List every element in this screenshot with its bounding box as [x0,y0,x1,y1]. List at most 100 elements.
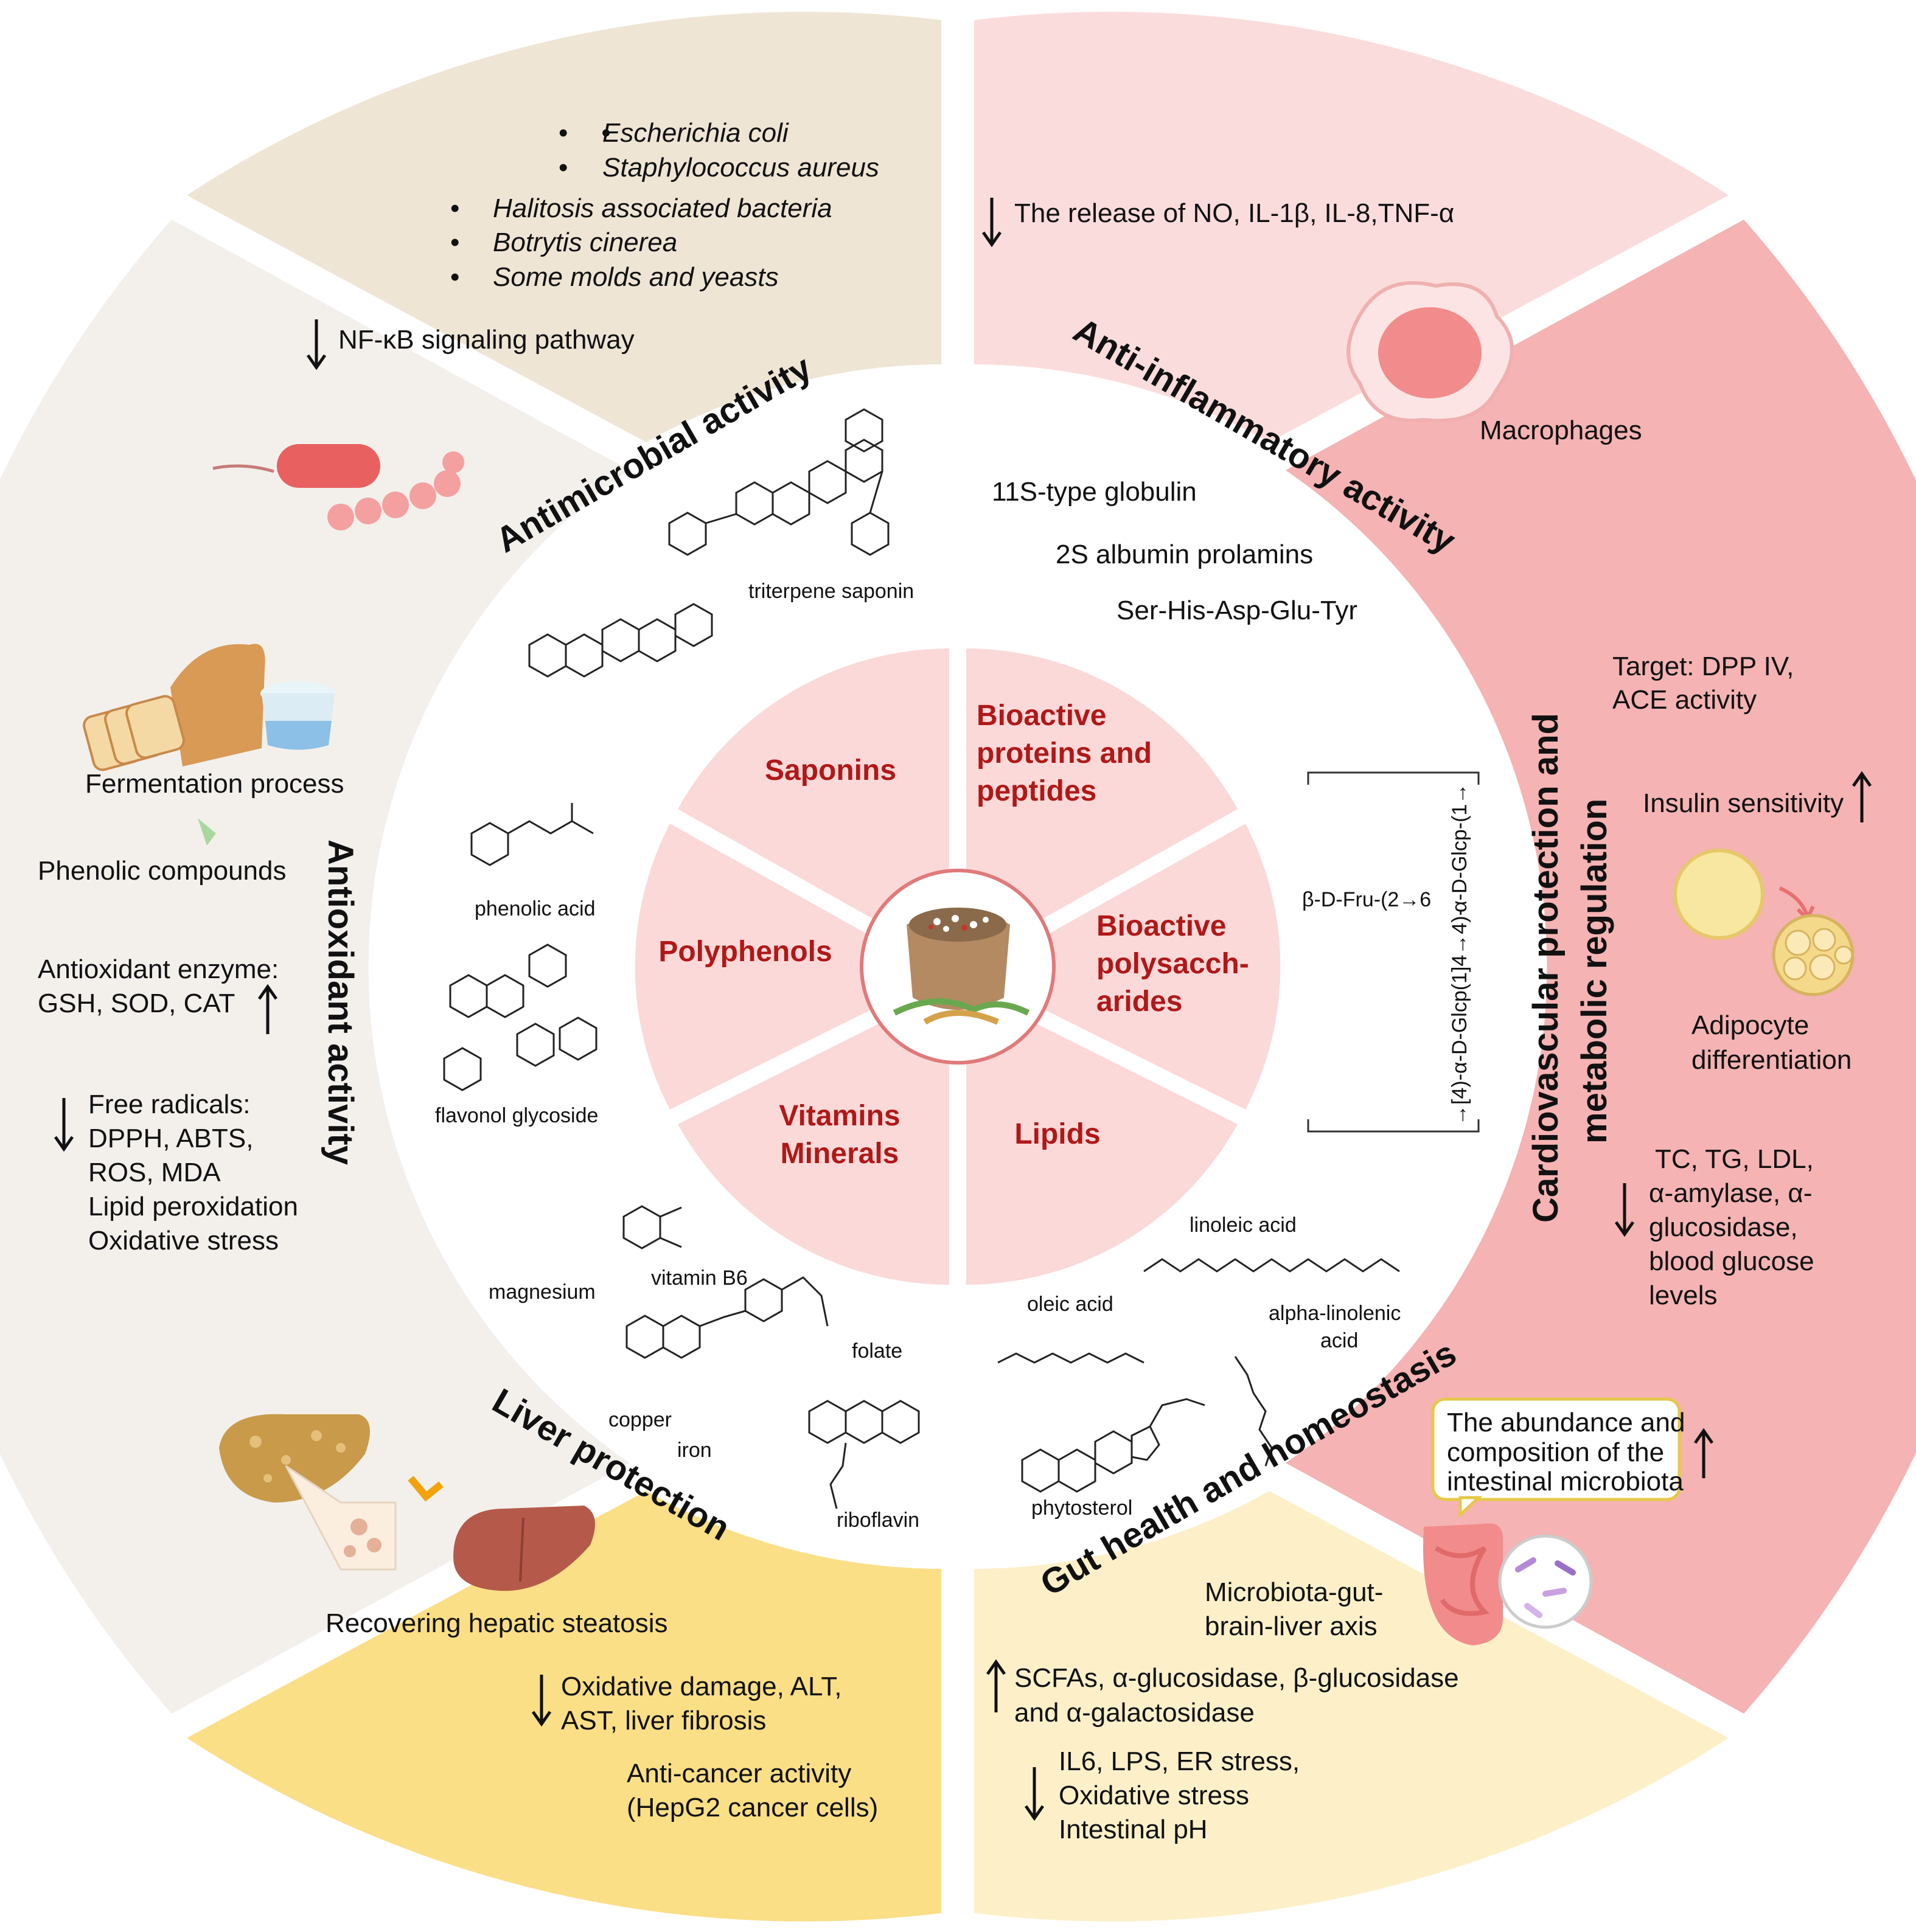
antimicrobial-item-2: Staphylococcus aureus [602,153,879,182]
petal-vitamins [678,989,949,1285]
category-labels: Saponins Bioactive proteins and peptides… [658,700,1249,1170]
center-image [860,869,1056,1065]
antioxidant-sector [0,220,630,1714]
down-arrow-icon [1024,1767,1045,1821]
category-saponins: Saponins [765,754,896,787]
gut-up-2: and α-galactosidase [1014,1698,1255,1728]
triterpene-structure-2 [528,603,713,678]
label-folate: folate [852,1340,902,1363]
category-vitamins: Vitamins [779,1100,900,1132]
label-albumin: 2S albumin prolamins [1056,540,1313,569]
liver-recover: Recovering hepatic steatosis [326,1608,668,1638]
up-arrow-icon [1693,1428,1714,1478]
alpha-linolenic-structure [1234,1356,1273,1467]
liver-down-2: AST, liver fibrosis [561,1706,766,1736]
antioxidant-down-4: Lipid peroxidation [88,1192,298,1221]
polysaccharide-formula-2: α-D-Glcp-(1→ [1448,784,1471,912]
bread-icon [83,644,336,771]
anti-inflammatory-sector [974,12,1729,443]
bullet-4: • [450,228,459,257]
down-arrow-icon [531,1675,552,1727]
yogurt-cup-icon [260,681,336,750]
category-polysaccharides-2: polysacch- [1096,948,1249,980]
label-triterpene-saponin: triterpene saponin [748,580,914,603]
category-proteins-2: proteins and [977,737,1152,770]
liver-cancer-2: (HepG2 cancer cells) [627,1793,878,1823]
label-globulin: 11S-type globulin [992,477,1197,507]
macrophage-icon [1346,281,1514,423]
liver-cancer-1: Anti-cancer activity [627,1759,851,1788]
label-phytosterol: phytosterol [1031,1496,1132,1520]
flavonol-glycoside-structure [443,943,597,1091]
cardio-target-1: Target: DPP IV, [1612,652,1794,681]
adipocyte-label-2: differentiation [1691,1045,1852,1075]
antioxidant-down-5: Oxidative stress [88,1226,279,1256]
down-arrow-icon [54,1098,74,1152]
gut-down-3: Intestinal pH [1059,1815,1208,1844]
antimicrobial-item-5: Some molds and yeasts [493,262,779,292]
cardio-down-5: levels [1649,1280,1718,1310]
center-petals [635,648,1281,1285]
outer-ring [0,12,1916,1922]
label-linoleic-acid: linoleic acid [1190,1214,1297,1237]
antimicrobial-item-3: Halitosis associated bacteria [493,193,832,223]
enzyme-2: GSH, SOD, CAT [38,989,235,1018]
bullet-1: • [559,118,568,148]
fermentation-label: Fermentation process [85,769,344,799]
anti-inflammatory-down-text: The release of NO, IL-1β, IL-8,TNF-α [1014,198,1454,228]
cardio-down-3: glucosidase, [1649,1212,1798,1242]
cardio-down-2: α-amylase, α- [1649,1178,1812,1208]
antimicrobial-down-text: NF-κB signaling pathway [338,325,635,355]
folate-structure [625,1276,829,1359]
up-arrow-icon [1852,771,1872,822]
down-arrow-icon [981,198,1002,248]
bubble-line-2: composition of the [1447,1437,1664,1467]
phenolic-label: Phenolic compounds [38,856,286,886]
category-proteins-1: Bioactive [977,700,1106,732]
label-magnesium: magnesium [489,1280,596,1304]
arrow-icon [408,1476,444,1502]
linoleic-acid-structure [1143,1258,1400,1273]
category-minerals: Minerals [781,1138,899,1170]
gut-axis-2: brain-liver axis [1205,1611,1378,1641]
cardio-target-2: ACE activity [1612,685,1757,715]
up-arrow-icon [257,984,278,1034]
antioxidant-title: Antioxidant activity [321,839,360,1165]
antimicrobial-item-1: Escherichia coli [602,118,789,148]
intestine-icon [1423,1523,1593,1645]
cardio-down-1: TC, TG, LDL, [1655,1144,1814,1174]
antimicrobial-item-4: Botrytis cinerea [493,228,677,257]
antioxidant-down-2: DPPH, ABTS, [88,1124,253,1153]
riboflavin-structure [808,1400,920,1509]
antimicrobial-sector [187,12,941,443]
adipocyte-icon [1673,849,1855,996]
category-polysaccharides-1: Bioactive [1096,910,1226,942]
polysaccharide-formula-3: →[4)-α-D-Glcp(1]4→4)- [1448,909,1471,1125]
cardio-down-4: blood glucose [1649,1246,1814,1276]
cardio-title-2: metabolic regulation [1575,799,1614,1144]
cardio-title-1: Cardiovascular protection and [1526,713,1566,1223]
enzyme-1: Antioxidant enzyme: [38,954,279,984]
label-alpha-linolenic-2: acid [1320,1329,1358,1352]
antioxidant-section: Fermentation process Phenolic compounds … [38,644,360,1256]
category-proteins-3: peptides [977,775,1096,807]
bullet-escherichia: • [601,118,610,148]
petal-proteins [966,648,1238,962]
vitamin-b6-structure [622,1205,682,1249]
down-arrow-icon [198,818,216,846]
bubble-line-3: intestinal microbiota [1447,1467,1684,1496]
petal-saponins [678,648,949,962]
label-phenolic-acid: phenolic acid [475,897,595,920]
petal-lipids [966,989,1238,1285]
fatty-liver-icon [219,1414,397,1571]
category-polyphenols: Polyphenols [658,936,832,968]
label-iron: iron [677,1439,712,1462]
antioxidant-down-3: ROS, MDA [88,1158,221,1187]
label-riboflavin: riboflavin [837,1509,919,1532]
cardio-section: Target: DPP IV, ACE activity Insulin sen… [1526,652,1872,1310]
liver-sector [187,1491,941,1922]
oleic-acid-structure [997,1352,1144,1364]
cardio-insulin: Insulin sensitivity [1643,788,1844,818]
label-flavonol-glycoside: flavonol glycoside [435,1104,598,1127]
